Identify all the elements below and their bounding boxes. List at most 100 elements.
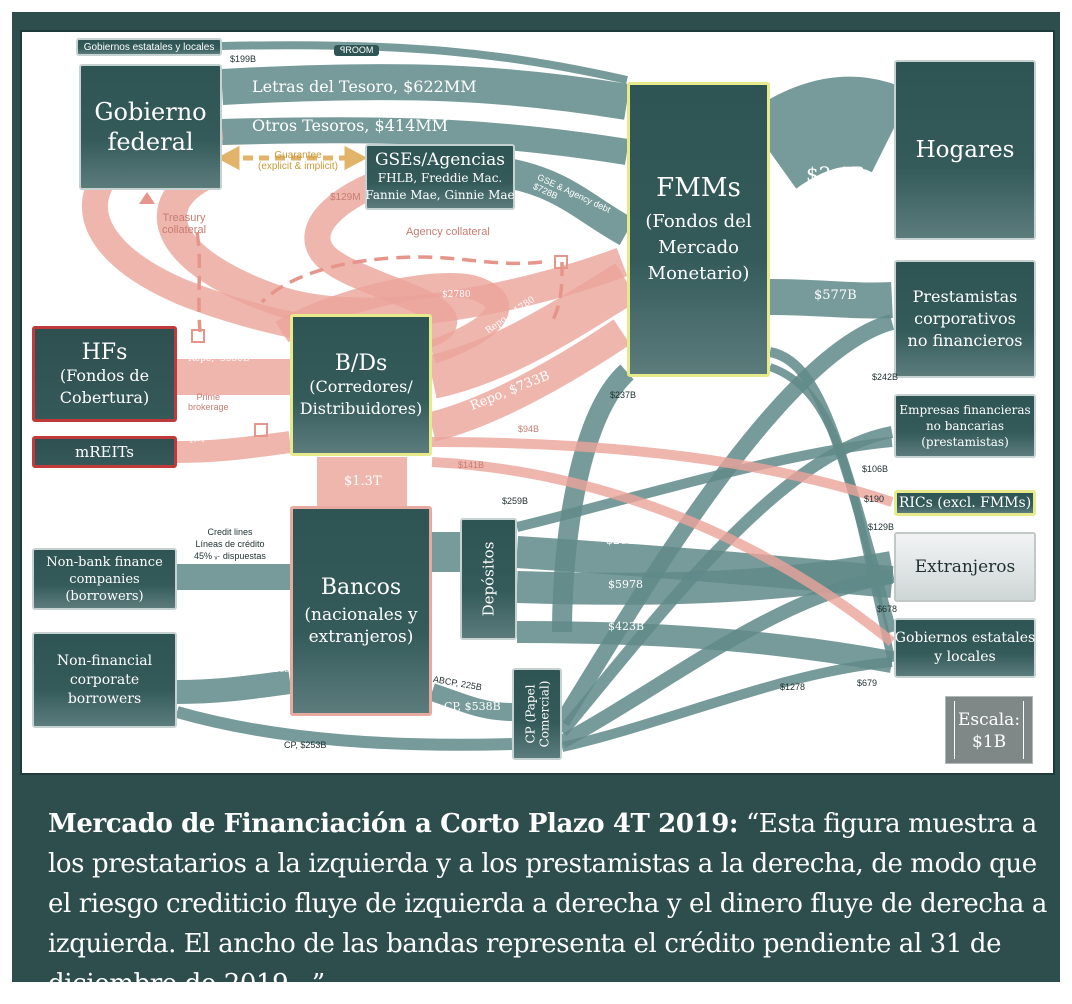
node-prestamistas: Prestamistas corporativos no financieros — [894, 260, 1036, 378]
rics-label: RICs (excl. FMMs) — [898, 495, 1032, 511]
label-106b: $106B — [862, 464, 889, 474]
node-nonfin: Non-financial corporate borrowers — [32, 632, 177, 728]
node-rics: RICs (excl. FMMs) — [894, 490, 1036, 516]
gobierno-federal-label: Gobierno federal — [94, 98, 207, 156]
node-depositos: Depósitos — [460, 518, 517, 640]
label-letras: Letras del Tesoro, $622MM — [252, 77, 477, 96]
label-5978: $5978 — [608, 578, 643, 591]
scale-line2: $1B — [971, 732, 1007, 752]
band-repo-733 — [428, 319, 631, 442]
band-state-local-top — [221, 41, 628, 84]
label-guarantee: Guarantee (explicit & implicit) — [258, 150, 339, 172]
label-129m: $129M — [330, 192, 361, 203]
band-otros — [221, 117, 630, 165]
node-mreits: mREITs — [32, 436, 177, 468]
mreits-label: mREITs — [74, 443, 134, 461]
label-credit-lines: Credit lines Líneas de crédito 45% ᵥ· di… — [194, 527, 266, 561]
bds-subtitle: (Corredores/ Distribuidores) — [299, 376, 423, 418]
node-bds: B/Ds (Corredores/ Distribuidores) — [290, 314, 432, 456]
band-bds-gob-141 — [431, 457, 896, 646]
node-gobierno-federal: Gobierno federal — [79, 64, 222, 190]
nonfin-label: Non-financial corporate borrowers — [56, 652, 153, 707]
collateral-marker-1 — [191, 329, 205, 343]
node-hfs: HFs (Fondos de Cobertura) — [32, 326, 177, 422]
scale-box: Escala: $1B — [945, 696, 1033, 764]
hogares-label: Hogares — [915, 137, 1015, 163]
band-nonfin-cp253 — [175, 706, 513, 751]
label-otros: Otros Tesoros, $414MM — [252, 116, 449, 135]
treasury-arrow-head — [139, 192, 155, 204]
node-bancos: Bancos (nacionales y extranjeros) — [290, 506, 432, 716]
fmms-title: FMMs — [656, 172, 741, 203]
label-agency-collateral: Agency collateral — [406, 226, 490, 238]
treasury-collateral-line — [195, 231, 202, 333]
agency-collateral-line — [260, 255, 543, 304]
node-gob-estatales-right: Gobiernos estatales y locales — [894, 618, 1036, 678]
node-cp: CP (Papel Comercial) — [512, 668, 562, 760]
label-vroom: ꟼROOM — [334, 45, 380, 56]
depositos-label: Depósitos — [479, 541, 498, 617]
band-mreits-bds — [176, 431, 292, 463]
collateral-marker-3 — [254, 423, 268, 437]
scale-line1: Escala: — [957, 710, 1021, 730]
cp-label: CP (Papel Comercial) — [523, 680, 552, 748]
label-1278: $1278 — [780, 682, 806, 692]
gob-estatales-right-label: Gobiernos estatales y locales — [894, 630, 1036, 665]
label-21b: $2,1B — [806, 162, 866, 186]
label-2780: $2780 — [442, 290, 471, 300]
figure-caption: Mercado de Financiación a Corto Plazo 4T… — [48, 804, 1048, 1004]
bds-title: B/Ds — [334, 350, 388, 376]
band-fmm-hogares — [743, 76, 913, 190]
caption-text: “Esta figura muestra a los prestatarios … — [48, 809, 1047, 999]
label-cp538: CP, $538B — [444, 700, 501, 713]
band-repo-big — [427, 263, 639, 399]
label-94b: $94B — [518, 424, 540, 434]
guarantee-arrow — [216, 145, 368, 171]
label-credit-lines-2: Crédit lines drowmestas, $9910 33% utili… — [198, 641, 290, 675]
nonbank-label: Non-bank finance companies (borrowers) — [46, 554, 163, 604]
label-129b: $129B — [868, 522, 895, 532]
band-bds-ric-94 — [431, 437, 894, 507]
prestamistas-label: Prestamistas corporativos no financieros — [907, 287, 1023, 350]
label-577b: $577B — [814, 288, 857, 303]
fmms-subtitle: (Fondos del Mercado Monetario) — [645, 210, 752, 284]
node-nonbank: Non-bank finance companies (borrowers) — [32, 548, 177, 610]
extranjeros-label: Extranjeros — [914, 557, 1016, 577]
label-2000: $2000 — [606, 534, 641, 547]
node-fmms: FMMs (Fondos del Mercado Monetario) — [627, 82, 770, 377]
label-treasury-collateral: Treasury collateral — [162, 212, 207, 236]
label-259b: $259B — [502, 496, 529, 506]
label-13t: $1.3T — [344, 474, 382, 489]
band-prest-cp — [555, 314, 895, 727]
node-hogares: Hogares — [894, 60, 1036, 240]
band-ext-cp — [558, 570, 893, 749]
band-nonfin-bancos — [176, 670, 292, 704]
collateral-marker-2 — [554, 255, 568, 269]
hfs-title: HFs — [81, 339, 128, 365]
node-gob-estatales-top: Gobiernos estatales y locales — [76, 38, 222, 56]
bancos-title: Bancos — [320, 574, 402, 600]
band-gob-cp — [560, 657, 893, 752]
band-repo-1780 — [275, 273, 510, 364]
node-empresas-fin: Empresas financieras no bancarias (prest… — [894, 394, 1036, 458]
gse-subtitle: FHLB, Freddie Mac. Fannie Mae, Ginnie Ma… — [365, 171, 515, 202]
label-190: $190 — [864, 494, 885, 504]
label-repo-3550: Repo, -3550B — [188, 354, 250, 364]
band-fmm-prest — [769, 279, 893, 319]
caption-bold: Mercado de Financiación a Corto Plazo 4T… — [48, 809, 739, 839]
label-678: $678 — [877, 604, 898, 614]
label-423b: $423B — [608, 620, 645, 633]
band-gob-loop-2 — [156, 158, 628, 328]
node-extranjeros: Extranjeros — [894, 532, 1036, 602]
band-dep-5978 — [516, 551, 895, 605]
empresas-fin-label: Empresas financieras no bancarias (prest… — [899, 403, 1031, 449]
band-letras — [221, 64, 630, 120]
node-gse: GSEs/Agencias FHLB, Freddie Mac. Fannie … — [365, 144, 515, 210]
flow-bands — [82, 41, 913, 752]
scale-bar-right — [1023, 701, 1024, 759]
label-prime-brokerage: Prime brokerage — [188, 392, 229, 412]
label-199b: $199B — [230, 54, 257, 64]
gob-estatales-top-label: Gobiernos estatales y locales — [83, 41, 215, 53]
sankey-diagram: Gobiernos estatales y locales Gobierno f… — [20, 30, 1055, 775]
